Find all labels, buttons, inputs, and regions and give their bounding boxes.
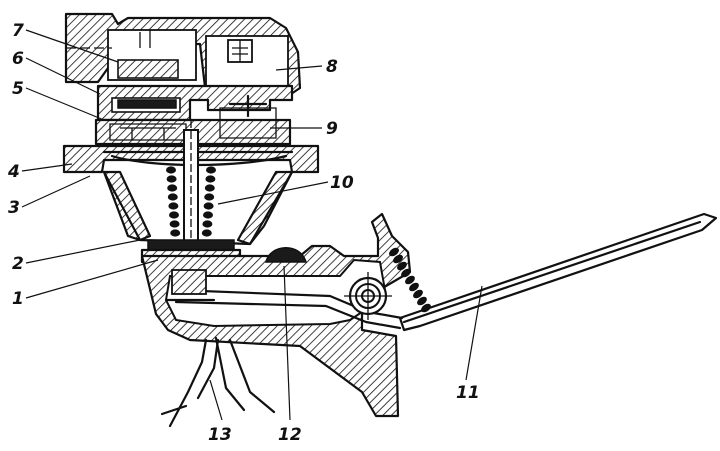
spring-coil [167, 193, 178, 201]
priming-wire [160, 338, 220, 428]
callout-label-4: 4 [7, 162, 20, 182]
spring-coil [201, 229, 212, 237]
spring-coil [206, 166, 216, 174]
spring-coil [204, 184, 215, 192]
spring-coil [204, 193, 215, 201]
outlet-valve-cap [227, 39, 253, 63]
spring-coil [169, 220, 180, 228]
lever-spring-coil [409, 282, 419, 292]
callout-label-5: 5 [12, 79, 24, 99]
inner-lever [174, 288, 404, 330]
callout-labels: 7 6 5 4 3 2 1 8 9 10 11 12 13 [7, 21, 480, 445]
callout-label-1: 1 [12, 289, 24, 309]
lever-spring [389, 247, 431, 313]
lever-spring-coil [397, 261, 407, 271]
spring-coil [169, 211, 179, 219]
spring-coil [202, 220, 213, 228]
spring-coil [167, 184, 178, 192]
lever-spring-coil [417, 296, 427, 306]
lever-spring-coil [405, 275, 415, 285]
lever-spring-coil [413, 289, 423, 299]
top-cover [64, 12, 302, 98]
spring-coil [166, 175, 177, 183]
callout-label-6: 6 [12, 49, 24, 69]
callout-label-12: 12 [278, 425, 302, 445]
lever-roller [265, 247, 308, 263]
callout-lines [21, 29, 483, 421]
callout-label-3: 3 [8, 198, 20, 218]
spring-coil [168, 202, 179, 210]
spring-coil [170, 229, 181, 237]
return-spring [166, 166, 216, 237]
callout-label-9: 9 [326, 119, 338, 139]
lever-pivot [344, 272, 392, 320]
callout-label-13: 13 [208, 425, 232, 445]
spring-coil [166, 166, 176, 174]
rod-bolt [164, 269, 216, 302]
callout-label-11: 11 [456, 383, 480, 403]
lever-spring-coil [393, 254, 403, 264]
priming-lever [398, 212, 718, 332]
lever-spring-coil [389, 247, 399, 257]
spring-coil [203, 202, 214, 210]
callout-label-7: 7 [12, 21, 24, 41]
callout-label-8: 8 [326, 57, 338, 77]
callout-label-2: 2 [12, 254, 24, 274]
spring-coil [203, 211, 213, 219]
lever-spring-coil [401, 268, 411, 278]
callout-label-10: 10 [330, 173, 354, 193]
spring-coil [205, 175, 216, 183]
